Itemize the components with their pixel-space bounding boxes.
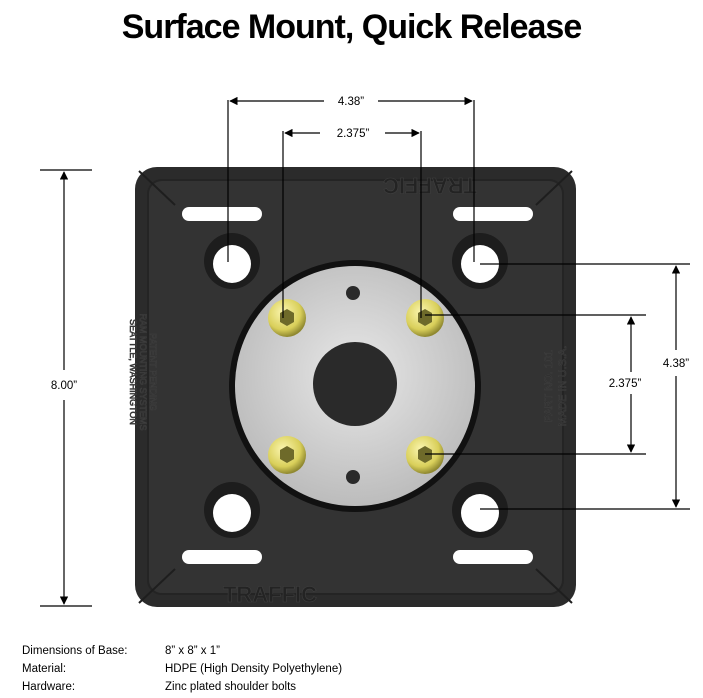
mounting-slots [182,207,533,564]
specs-table: Dimensions of Base: 8” x 8” x 1” Materia… [22,642,342,696]
dimension-lines [40,96,690,607]
bolt-top-left [268,299,306,337]
spec-row-material: Material: HDPE (High Density Polyethylen… [22,660,342,678]
hole-bottom-right [452,482,508,538]
spec-label: Dimensions of Base: [22,645,128,657]
hole-top-right [452,233,508,289]
bolt-bottom-left [268,436,306,474]
page-title: Surface Mount, Quick Release [121,8,583,46]
center-hole [313,342,397,426]
left-plate-text-3: SEATTLE, WASHINGTON [128,319,138,425]
spec-row-hardware: Hardware: Zinc plated shoulder bolts [22,678,342,696]
spec-value: 8” x 8” x 1” [165,645,220,657]
part-number-text: PART NO. 101 [543,350,555,422]
dim-top-inner-label: 2.375” [337,128,370,140]
brand-top-text: TRAFFIC [383,173,477,198]
dim-right-inner-label: 2.375” [609,378,642,390]
brand-bottom-text: TRAFFIC [223,582,317,607]
slot-top-right [453,207,533,221]
made-in-text: MADE IN U.S.A. [557,346,569,427]
bolt-top-right [406,299,444,337]
slot-bottom-left [182,550,262,564]
slot-bottom-right [453,550,533,564]
left-plate-text-2: RAM MOUNTING SYSTEMS [138,313,148,430]
dim-right-outer-label: 4.38” [663,358,689,370]
slot-top-left [182,207,262,221]
corner-holes [204,233,508,538]
spec-value: Zinc plated shoulder bolts [165,681,297,693]
hole-bottom-left [204,482,260,538]
left-plate-text-1: PATENT PENDING [148,333,158,411]
spec-row-dimensions: Dimensions of Base: 8” x 8” x 1” [22,642,342,660]
small-hole-top [346,286,360,300]
spec-label: Hardware: [22,681,76,693]
hole-top-left [204,233,260,289]
ball-disc [229,260,481,512]
dim-left-height-label: 8.00” [51,380,77,392]
bolt-bottom-right [406,436,444,474]
spec-label: Material: [22,663,67,675]
spec-value: HDPE (High Density Polyethylene) [165,663,343,675]
small-hole-bottom [346,470,360,484]
dim-top-width-label: 4.38” [338,96,364,108]
